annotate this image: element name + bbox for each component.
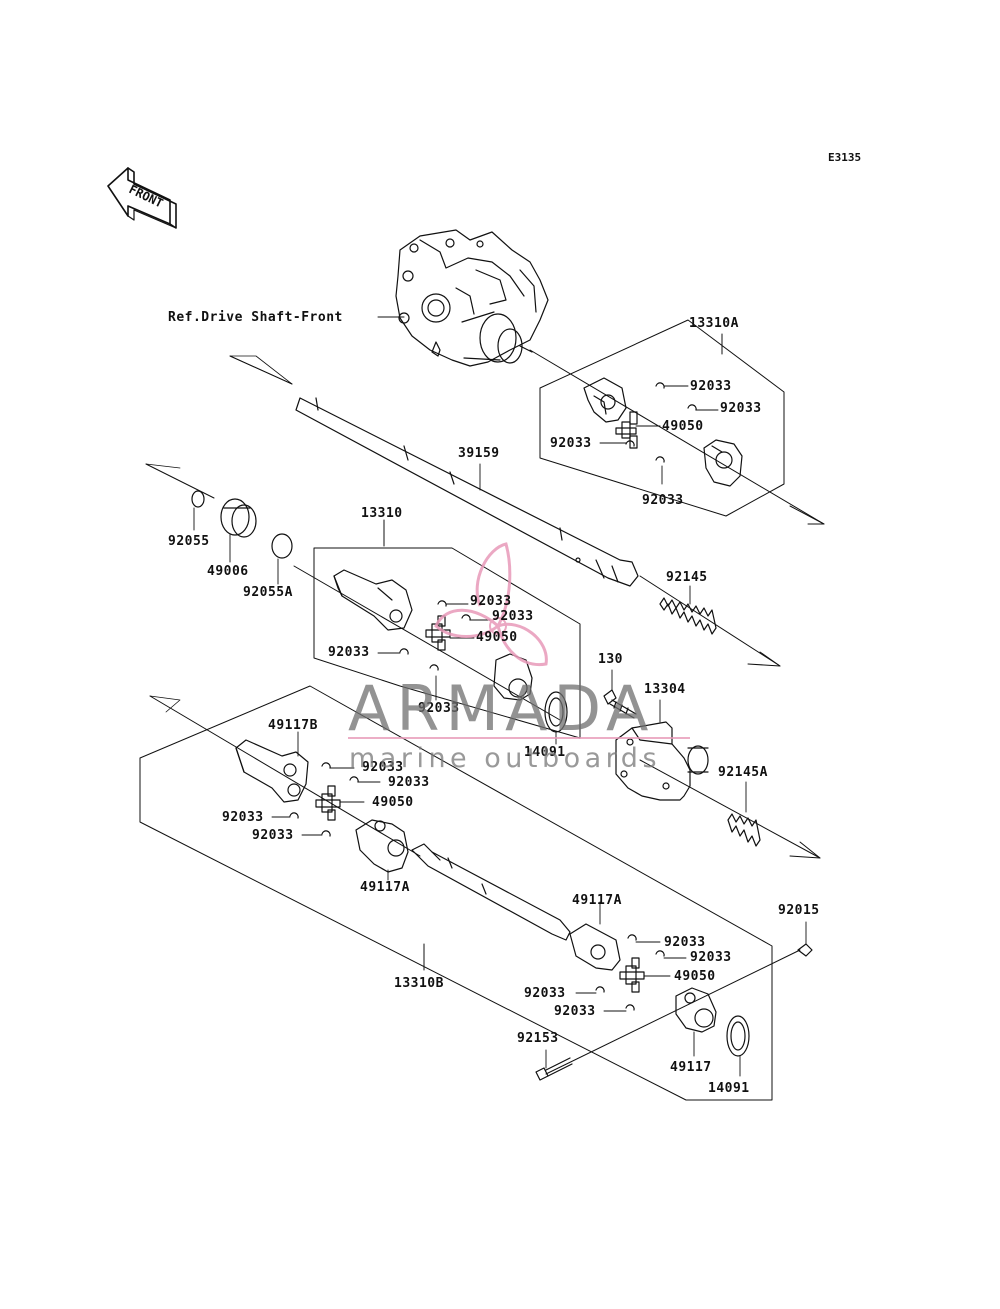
part-14091: 14091: [708, 1081, 750, 1096]
part-92145A: 92145A: [718, 765, 768, 780]
part-92033: 92033: [252, 828, 294, 843]
part-92153: 92153: [517, 1031, 559, 1046]
front-arrow-icon: [107, 167, 177, 229]
part-92145: 92145: [666, 570, 708, 585]
watermark-logo-icon: [434, 542, 548, 667]
part-49117: 49117: [670, 1060, 712, 1075]
front-label: FRONT: [127, 182, 166, 210]
part-49050: 49050: [476, 630, 518, 645]
part-92033: 92033: [492, 609, 534, 624]
part-49006: 49006: [207, 564, 249, 579]
part-92033: 92033: [362, 760, 404, 775]
part-92033: 92033: [328, 645, 370, 660]
part-92055: 92055: [168, 534, 210, 549]
part-92033: 92033: [642, 493, 684, 508]
part-13310B: 13310B: [394, 976, 444, 991]
part-92033: 92033: [690, 950, 732, 965]
part-13310: 13310: [361, 506, 403, 521]
part-49117A: 49117A: [572, 893, 622, 908]
part-49050: 49050: [372, 795, 414, 810]
part-92033: 92033: [550, 436, 592, 451]
gear-case-housing: [395, 229, 549, 367]
part-92033: 92033: [690, 379, 732, 394]
part-14091: 14091: [524, 745, 566, 760]
part-92033: 92033: [554, 1004, 596, 1019]
part-39159: 39159: [458, 446, 500, 461]
part-92033: 92033: [470, 594, 512, 609]
part-92055A: 92055A: [243, 585, 293, 600]
diagram-code: E3135: [828, 151, 862, 164]
front-label-rotated: FRONT: [127, 182, 166, 210]
part-92015: 92015: [778, 903, 820, 918]
watermark-title: ARMADA: [348, 672, 655, 745]
ref-drive-shaft-label: Ref.Drive Shaft-Front: [168, 310, 343, 325]
part-92033: 92033: [418, 701, 460, 716]
part-130: 130: [598, 652, 623, 667]
part-92033: 92033: [664, 935, 706, 950]
part-49117A: 49117A: [360, 880, 410, 895]
part-49050: 49050: [674, 969, 716, 984]
part-13310A: 13310A: [689, 316, 739, 331]
part-92033: 92033: [720, 401, 762, 416]
part-92033: 92033: [388, 775, 430, 790]
part-49050: 49050: [662, 419, 704, 434]
part-13304: 13304: [644, 682, 686, 697]
watermark-subtitle: marine outboards: [349, 743, 662, 774]
part-92033: 92033: [222, 810, 264, 825]
part-49117B: 49117B: [268, 718, 318, 733]
part-92033: 92033: [524, 986, 566, 1001]
